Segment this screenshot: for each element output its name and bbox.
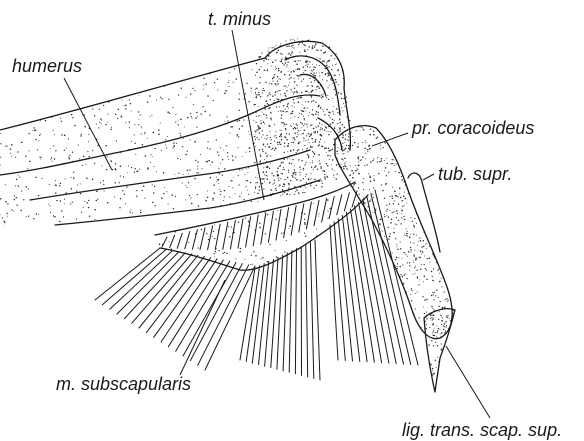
label-tub-supr: tub. supr.	[438, 164, 512, 184]
leader-m-subscapularis	[180, 280, 225, 375]
leader-humerus	[64, 78, 112, 170]
label-lig-trans: lig. trans. scap. sup.	[402, 420, 562, 440]
leader-t-minus	[232, 30, 264, 200]
tuberculum-shape	[408, 173, 440, 252]
label-t-minus: t. minus	[208, 9, 271, 29]
label-pr-coracoideus: pr. coracoideus	[411, 118, 534, 138]
humeral-head-stipple	[249, 35, 356, 201]
label-m-subscapularis: m. subscapularis	[56, 374, 191, 394]
label-humerus: humerus	[12, 56, 82, 76]
tendon-stipple	[150, 179, 369, 275]
leader-lig-trans	[446, 346, 490, 418]
subscapularis-fibres	[95, 190, 418, 380]
leader-pr-coracoideus	[372, 133, 408, 146]
leader-tub-supr	[423, 174, 434, 180]
tendon-cuff-shape	[155, 182, 368, 270]
